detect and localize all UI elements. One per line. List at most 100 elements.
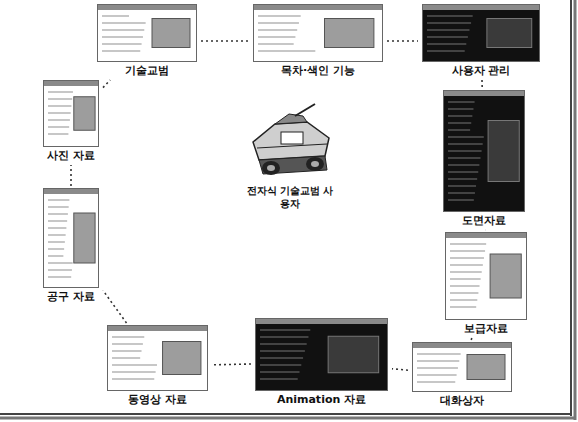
screen-frame (413, 343, 512, 392)
screenshot-image (255, 318, 388, 391)
screen-text-line (448, 199, 474, 201)
frame-line (0, 413, 571, 415)
screenshot-image (422, 4, 540, 62)
dotted-connector (481, 80, 483, 88)
title-bar (444, 91, 524, 96)
screen-text-line (427, 29, 469, 31)
screen-text-line (48, 133, 68, 135)
screen-text-line (48, 98, 72, 100)
dotted-connector (387, 40, 418, 42)
screen-text-line (260, 378, 298, 380)
screen-text-line (260, 371, 300, 373)
frame-shadow (574, 0, 577, 420)
screenshot-caption: Animation 자료 (253, 393, 390, 407)
screen-picture (325, 19, 374, 48)
screen-text-line (48, 213, 68, 215)
screen-picture (74, 213, 95, 263)
screen-text-line (48, 220, 67, 222)
screenshot-box: 도면자료 (441, 90, 527, 228)
screenshot-box: Animation 자료 (253, 318, 390, 407)
screen-text-line (112, 371, 156, 373)
screenshot-caption: 사진 자료 (41, 149, 101, 163)
screen-text-line (48, 234, 66, 236)
screen-text-line (112, 357, 140, 359)
screenshot-caption: 보급자료 (443, 322, 529, 336)
screen-frame (444, 91, 525, 212)
screen-text-line (48, 105, 71, 107)
screen-text-line (427, 22, 471, 24)
screen-text-line (112, 350, 142, 352)
screen-text-line (102, 22, 146, 24)
screen-text-line (448, 171, 478, 173)
screen-text-line (450, 271, 482, 273)
dotted-connector (392, 369, 408, 370)
frame-shadow (0, 417, 576, 420)
screen-picture (152, 19, 190, 48)
screen-text-line (48, 255, 63, 257)
screen-text-line (48, 269, 72, 271)
screen-text-line (260, 343, 307, 345)
dotted-connector (212, 363, 251, 365)
screen-text-line (102, 15, 129, 17)
screen-text-line (427, 50, 465, 52)
screen-frame (108, 326, 208, 391)
screen-picture (467, 355, 505, 380)
screen-text-line (448, 178, 477, 180)
screen-text-line (112, 336, 144, 338)
screen-text-line (258, 43, 294, 45)
dotted-connector (470, 338, 472, 340)
screenshot-caption: 기술교범 (95, 64, 199, 78)
screenshot-caption: 목차·색인 기능 (251, 64, 385, 78)
screen-text-line (48, 241, 65, 243)
screen-text-line (48, 126, 69, 128)
screenshot-caption: 사용자 관리 (420, 64, 542, 78)
screen-text-line (450, 299, 477, 301)
screen-text-line (450, 292, 478, 294)
title-bar (254, 5, 382, 10)
screenshot-image (412, 342, 512, 392)
screenshot-image (253, 4, 383, 62)
screenshot-image (97, 4, 197, 62)
screen-text-line (112, 343, 143, 345)
screen-text-line (258, 29, 297, 31)
screen-text-line (258, 36, 295, 38)
screen-text-line (448, 164, 479, 166)
screen-picture (490, 254, 521, 298)
screen-text-line (48, 276, 71, 278)
screen-text-line (448, 150, 482, 152)
screen-text-line (102, 50, 140, 52)
screen-text-line (448, 101, 475, 103)
screen-text-line (48, 91, 73, 93)
title-bar (423, 5, 539, 10)
screenshot-image (43, 188, 99, 288)
screen-picture (163, 342, 201, 375)
frame-line (570, 0, 572, 416)
screen-text-line (417, 381, 455, 383)
screen-text-line (417, 360, 459, 362)
screen-text-line (448, 185, 476, 187)
screenshot-image (107, 325, 208, 391)
screen-text-line (417, 353, 461, 355)
title-bar (108, 326, 207, 331)
screen-frame (44, 189, 99, 288)
screen-text-line (258, 22, 299, 24)
screen-text-line (102, 43, 142, 45)
screen-text-line (450, 285, 480, 287)
screen-text-line (260, 350, 305, 352)
center-label: 전자식 기술교범 사용자 (245, 184, 335, 210)
screen-text-line (450, 257, 484, 259)
screen-text-line (48, 227, 66, 229)
screen-text-line (427, 43, 466, 45)
screen-text-line (448, 192, 475, 194)
screen-text-line (427, 15, 473, 17)
screen-text-line (260, 329, 310, 331)
screen-text-line (258, 50, 315, 52)
screenshot-box: 목차·색인 기능 (251, 4, 385, 78)
screen-text-line (448, 143, 483, 145)
screen-text-line (48, 262, 73, 264)
screen-text-line (260, 357, 303, 359)
screen-picture (487, 19, 532, 48)
screen-frame (446, 233, 527, 320)
screen-text-line (48, 206, 69, 208)
